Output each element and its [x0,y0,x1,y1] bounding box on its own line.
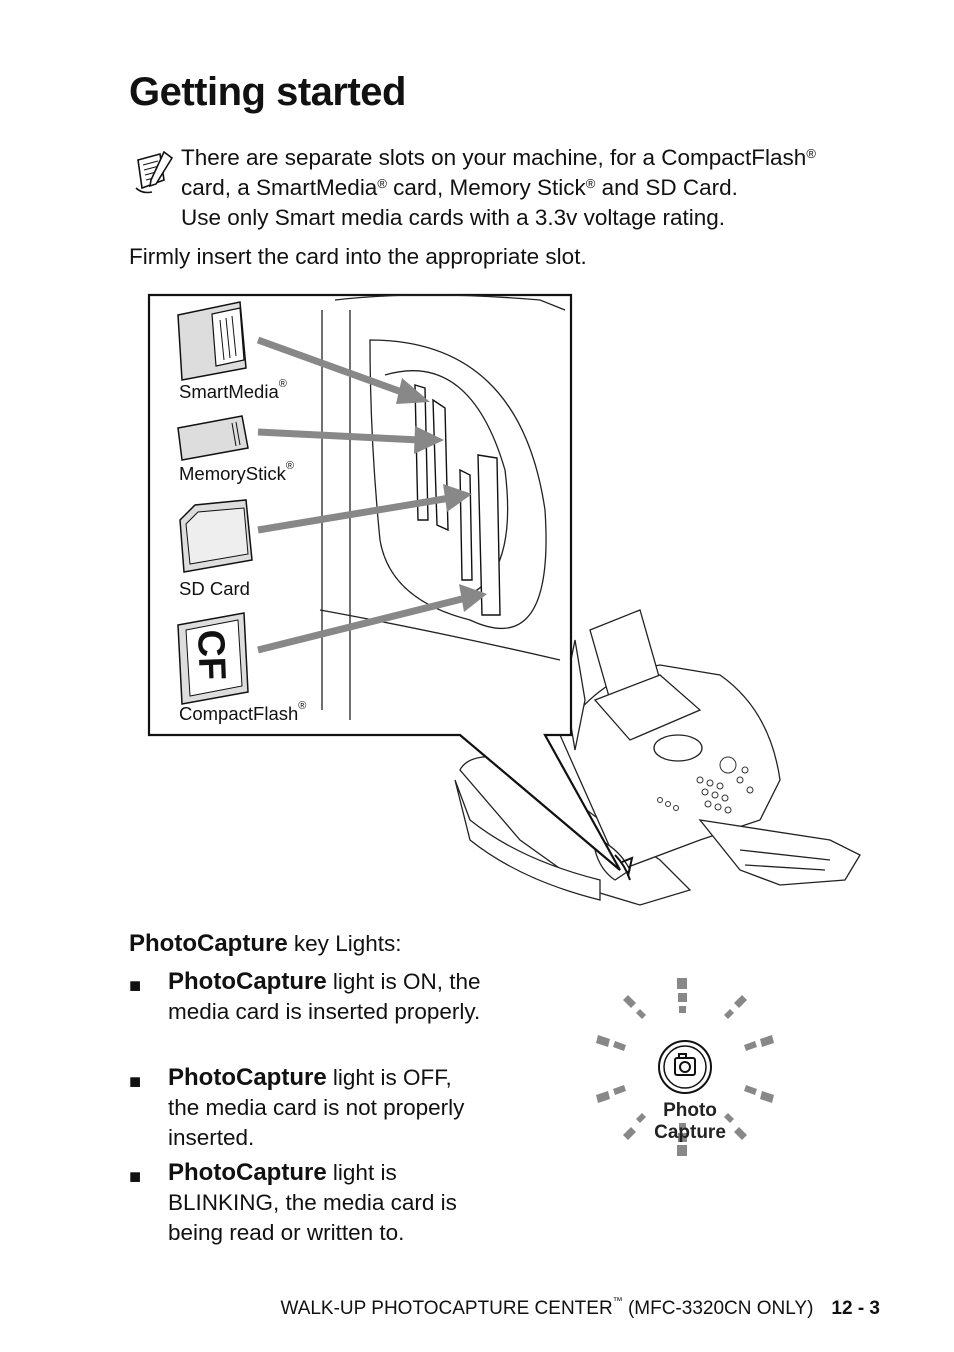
label-sd-card: SD Card [179,578,250,599]
photocapture-heading: PhotoCapture key Lights: [129,930,402,957]
card-slot-illustration: CF SmartMedia® MemoryStick® SD Card Comp… [0,280,954,920]
memorystick-card-icon [177,415,249,461]
cf-card-text: CF [189,629,233,681]
page-number: 12 - 3 [831,1298,880,1319]
compactflash-card-icon: CF [177,612,249,705]
label-memorystick: MemoryStick® [179,460,295,484]
camera-icon [674,1053,696,1076]
photocapture-blinking-icon: Photo Capture [590,975,780,1160]
bullet-square-icon: ■ [129,975,142,997]
label-compactflash: CompactFlash® [179,700,307,724]
zoom-callout [147,293,621,871]
smartmedia-card-icon [177,301,247,381]
photocapture-icon-label: Photo Capture [654,1100,726,1143]
insert-arrows [256,336,487,654]
list-item: ■ PhotoCapture light is OFF, the media c… [129,1064,465,1150]
note-pencil-icon [135,150,174,194]
bullet-square-icon: ■ [129,1166,142,1188]
page-footer: WALK-UP PHOTOCAPTURE CENTER™ (MFC-3320CN… [280,1296,880,1319]
sd-card-icon [179,499,253,573]
list-item: ■ PhotoCapture light is BLINKING, the me… [129,1159,457,1245]
bullet-square-icon: ■ [129,1071,142,1093]
list-item: ■ PhotoCapture light is ON, the media ca… [129,968,481,1024]
page-title: Getting started [129,70,406,114]
note-text: There are separate slots on your machine… [181,145,816,230]
instruction-text: Firmly insert the card into the appropri… [129,244,587,269]
label-smartmedia: SmartMedia® [179,378,287,402]
